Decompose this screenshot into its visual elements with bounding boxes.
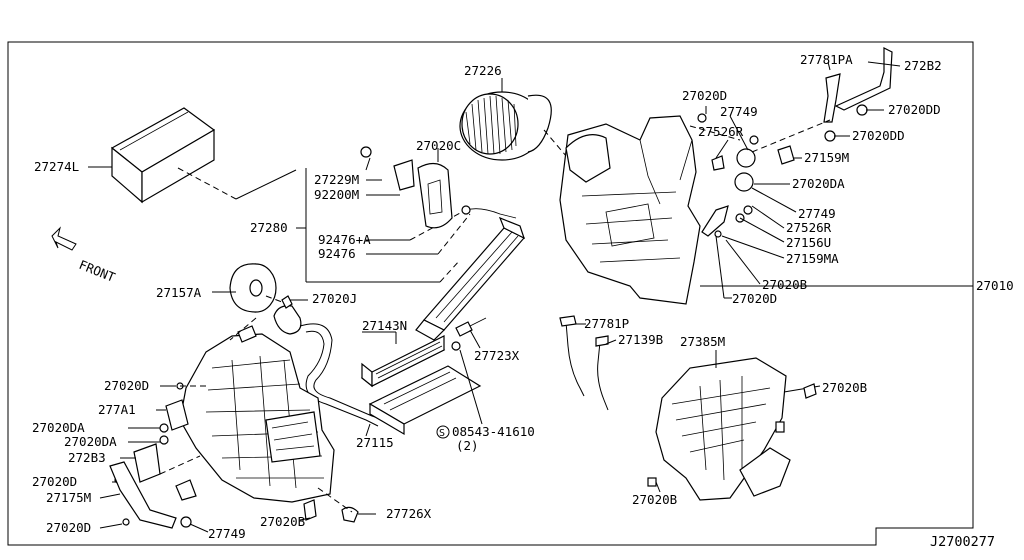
label-27226: 27226 xyxy=(464,63,502,78)
label-27115: 27115 xyxy=(356,435,394,450)
bolt-spec-callout: S xyxy=(436,425,450,439)
s-symbol: S xyxy=(439,428,445,439)
label-92476a: 92476+A xyxy=(318,232,371,247)
label-27385m: 27385M xyxy=(680,334,725,349)
front-arrow xyxy=(51,226,77,251)
cabin-air-filter xyxy=(110,107,216,204)
blower-fan xyxy=(459,91,552,161)
label-27020da-left-1: 27020DA xyxy=(32,420,85,435)
label-27020d-left-2: 27020D xyxy=(32,474,77,489)
upper-hvac-housing xyxy=(559,115,701,305)
lower-hvac-housing xyxy=(647,357,791,501)
label-27723x: 27723X xyxy=(474,348,520,363)
diagram-frame xyxy=(7,41,974,546)
label-27010: 27010 xyxy=(976,278,1014,293)
label-27020c: 27020C xyxy=(416,138,461,153)
label-27020d-top: 27020D xyxy=(682,88,727,103)
label-27020dd-2: 27020DD xyxy=(852,128,905,143)
label-27159ma: 27159MA xyxy=(786,251,839,266)
label-08543-41610: 08543-41610 xyxy=(452,424,535,439)
label-27020d-left-1: 27020D xyxy=(104,378,149,393)
label-27726x: 27726X xyxy=(386,506,432,521)
label-27526r-right: 27526R xyxy=(786,220,832,235)
left-hvac-housing xyxy=(179,325,335,503)
label-92200m: 92200M xyxy=(314,187,359,202)
label-92476: 92476 xyxy=(318,246,356,261)
label-27020da-left-2: 27020DA xyxy=(64,434,117,449)
label-27274l: 27274L xyxy=(34,159,79,174)
drawing-number: J2700277 xyxy=(930,534,995,550)
label-27020b-bottom: 27020B xyxy=(260,514,305,529)
label-27020da-right: 27020DA xyxy=(792,176,845,191)
label-272b2: 272B2 xyxy=(904,58,942,73)
heater-pipe xyxy=(299,323,482,436)
front-label: FRONT xyxy=(77,257,118,285)
label-27156u: 27156U xyxy=(786,235,831,250)
label-27280: 27280 xyxy=(250,220,288,235)
evaporator xyxy=(415,205,526,341)
label-27143n: 27143N xyxy=(362,318,407,333)
label-27229m: 27229M xyxy=(314,172,359,187)
clip-27020j xyxy=(273,295,302,335)
label-27020b-bottom-right: 27020B xyxy=(632,492,677,507)
label-27159m: 27159M xyxy=(804,150,849,165)
label-27781pa: 27781PA xyxy=(800,52,853,67)
upper-right-small-parts xyxy=(697,47,893,238)
label-277a1: 277A1 xyxy=(98,402,136,417)
label-27020dd-1: 27020DD xyxy=(888,102,941,117)
blower-motor xyxy=(229,263,277,313)
duct-27781p xyxy=(559,315,609,411)
label-27139b: 27139B xyxy=(618,332,663,347)
clip-27020b-right xyxy=(803,383,817,399)
bolt-27723x xyxy=(451,317,487,351)
label-27749-bottom: 27749 xyxy=(208,526,246,541)
label-27020b-mid-right: 27020B xyxy=(822,380,867,395)
label-27781p: 27781P xyxy=(584,316,629,331)
label-27020j: 27020J xyxy=(312,291,357,306)
label-272b3: 272B3 xyxy=(68,450,106,465)
expansion-valve xyxy=(360,146,453,229)
heater-core xyxy=(360,335,446,388)
label-27020b-right: 27020B xyxy=(762,277,807,292)
label-27020d-right: 27020D xyxy=(732,291,777,306)
label-27749-right: 27749 xyxy=(798,206,836,221)
label-27157a: 27157A xyxy=(156,285,202,300)
label-27526r-top: 27526R xyxy=(698,124,744,139)
label-27749-top: 27749 xyxy=(720,104,758,119)
label-27020d-left-3: 27020D xyxy=(46,520,91,535)
bolt-quantity-note: (2) xyxy=(456,438,479,453)
left-small-parts xyxy=(109,382,359,529)
label-27175m: 27175M xyxy=(46,490,91,505)
